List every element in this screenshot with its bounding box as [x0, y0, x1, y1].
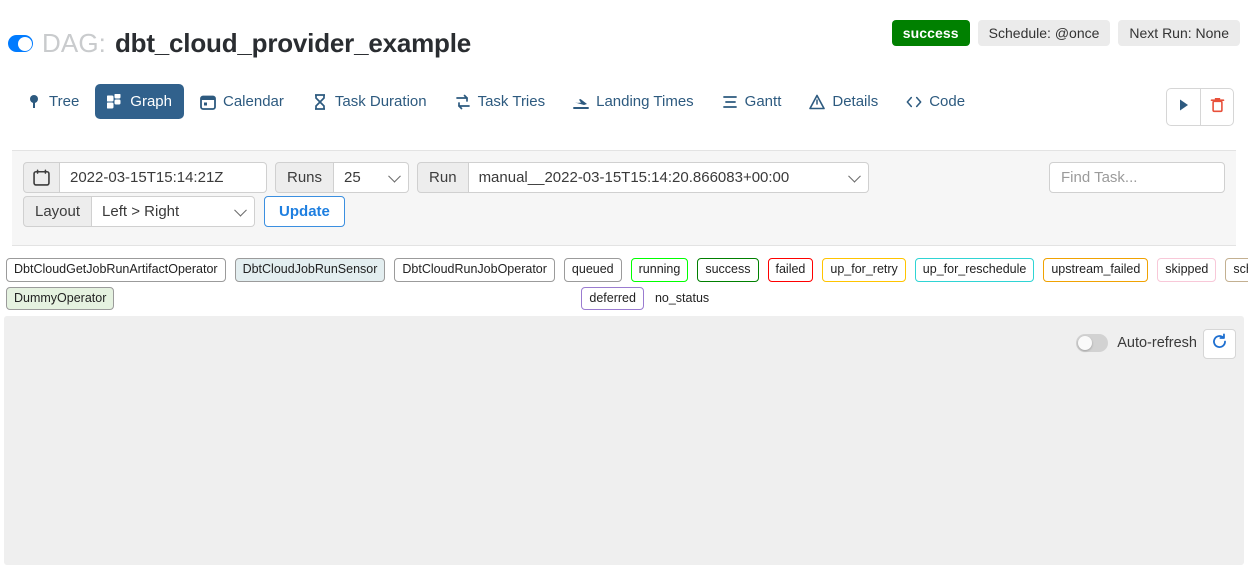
status-badge: success	[891, 20, 970, 47]
dag-graph-svg[interactable]: No async wait Do async wait with sensor …	[4, 316, 1244, 565]
graph-toolbar: 2022-03-15T15:14:21Z Runs 25 Run manual_…	[12, 150, 1236, 246]
code-icon	[906, 94, 922, 110]
trigger-dag-button[interactable]	[1167, 89, 1200, 125]
hourglass-icon	[312, 93, 328, 110]
runs-label: Runs	[275, 162, 335, 193]
chevron-down-icon	[234, 203, 247, 217]
auto-refresh-control: Auto-refresh	[1076, 334, 1197, 352]
dag-action-buttons	[1166, 88, 1234, 126]
schedule-badge[interactable]: Schedule: @once	[977, 20, 1111, 47]
tab-gantt[interactable]: Gantt	[710, 84, 794, 119]
gantt-icon	[722, 94, 738, 110]
legend-state: skipped	[1157, 258, 1217, 282]
legend-row-1: DbtCloudGetJobRunArtifactOperator DbtClo…	[6, 258, 1248, 282]
tab-label: Calendar	[223, 93, 284, 110]
legend-operator: DummyOperator	[6, 286, 115, 310]
legend-state: success	[697, 258, 759, 282]
legend-state: queued	[563, 258, 622, 282]
tab-details[interactable]: Details	[797, 84, 890, 119]
tab-label: Code	[929, 93, 966, 110]
header-badges: success Schedule: @once Next Run: None	[891, 20, 1240, 47]
legend-operator: DbtCloudGetJobRunArtifactOperator	[6, 258, 226, 282]
tab-task-tries[interactable]: Task Tries	[443, 84, 558, 119]
legend-state: up_for_reschedule	[914, 258, 1035, 282]
update-button[interactable]: Update	[264, 196, 345, 227]
delete-dag-button[interactable]	[1200, 89, 1233, 125]
run-select[interactable]: manual__2022-03-15T15:14:20.866083+00:00	[468, 162, 869, 193]
tab-task-duration[interactable]: Task Duration	[300, 84, 439, 119]
tab-label: Details	[832, 93, 879, 110]
runs-group: Runs 25	[275, 162, 410, 193]
runs-value: 25	[344, 169, 361, 186]
layout-value: Left > Right	[102, 203, 180, 220]
graph-icon	[107, 93, 123, 110]
legend-state: scheduled	[1225, 258, 1248, 282]
legend-state: upstream_failed	[1043, 258, 1149, 282]
landing-icon	[573, 94, 590, 110]
layout-label: Layout	[23, 196, 93, 227]
graph-canvas[interactable]: Auto-refresh	[4, 316, 1244, 565]
run-label: Run	[417, 162, 469, 193]
dag-pause-toggle[interactable]	[8, 35, 33, 52]
execution-date-input[interactable]: 2022-03-15T15:14:21Z	[60, 162, 267, 193]
tab-label: Landing Times	[596, 93, 694, 110]
page-title: dbt_cloud_provider_example	[114, 28, 471, 58]
layout-group: Layout Left > Right	[23, 196, 256, 227]
execution-date-group: 2022-03-15T15:14:21Z	[23, 162, 267, 193]
tab-landing-times[interactable]: Landing Times	[561, 84, 706, 119]
tab-calendar[interactable]: Calendar	[188, 84, 296, 119]
legend-state: failed	[767, 258, 814, 282]
run-group: Run manual__2022-03-15T15:14:20.866083+0…	[417, 162, 869, 193]
search-input[interactable]: Find Task...	[1049, 162, 1225, 193]
trash-icon	[1210, 97, 1225, 118]
triangle-alert-icon	[809, 94, 826, 110]
auto-refresh-toggle[interactable]	[1076, 334, 1109, 352]
page-header: DAG: dbt_cloud_provider_example success …	[0, 0, 1248, 72]
refresh-icon	[1211, 333, 1228, 355]
tab-label: Graph	[130, 93, 172, 110]
next-run-badge: Next Run: None	[1118, 20, 1240, 47]
layout-select[interactable]: Left > Right	[92, 196, 256, 227]
calendar-icon	[200, 94, 216, 110]
graph-legend: DbtCloudGetJobRunArtifactOperator DbtClo…	[6, 258, 1248, 310]
tab-label: Tree	[49, 93, 80, 110]
tab-tree[interactable]: Tree	[14, 84, 91, 119]
chevron-down-icon	[847, 169, 861, 183]
tab-code[interactable]: Code	[894, 84, 977, 119]
tab-label: Task Duration	[334, 93, 427, 110]
legend-state: no_status	[654, 290, 710, 305]
dag-view-tabs: Tree Graph Calendar Task Duration	[0, 84, 1248, 130]
tab-label: Task Tries	[477, 93, 546, 110]
runs-select[interactable]: 25	[334, 162, 410, 193]
legend-state: up_for_retry	[822, 258, 906, 282]
legend-state: deferred	[581, 286, 644, 310]
retry-icon	[455, 94, 471, 110]
tab-graph[interactable]: Graph	[95, 84, 184, 119]
tab-label: Gantt	[744, 93, 782, 110]
legend-operator: DbtCloudRunJobOperator	[394, 258, 555, 282]
play-icon	[1177, 98, 1191, 117]
tree-icon	[26, 94, 42, 110]
dag-title: DAG: dbt_cloud_provider_example	[8, 28, 471, 59]
chevron-down-icon	[388, 169, 401, 183]
run-value: manual__2022-03-15T15:14:20.866083+00:00	[478, 169, 790, 186]
legend-state: running	[630, 258, 689, 282]
refresh-button[interactable]	[1203, 329, 1236, 359]
auto-refresh-label: Auto-refresh	[1117, 335, 1197, 351]
legend-operator: DbtCloudJobRunSensor	[234, 258, 386, 282]
legend-row-2: DummyOperator deferred no_status	[6, 286, 1242, 310]
calendar-icon[interactable]	[23, 162, 60, 193]
dag-prefix-label: DAG:	[42, 28, 106, 58]
